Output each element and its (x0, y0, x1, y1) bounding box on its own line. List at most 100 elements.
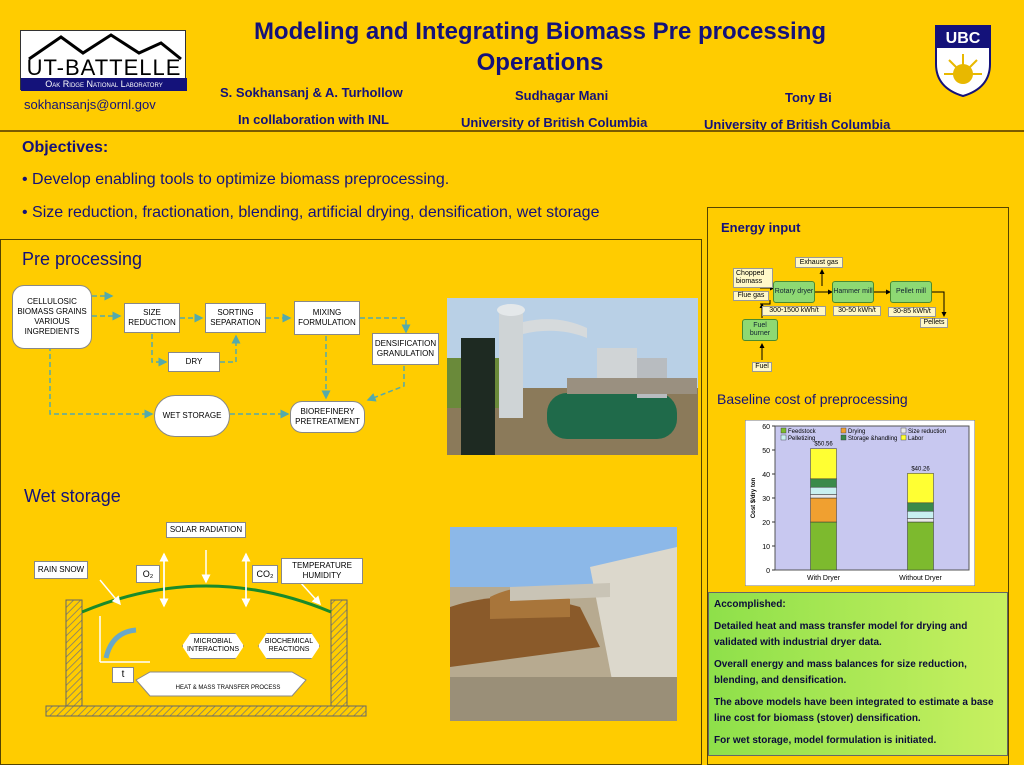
author3: Tony Bi (785, 90, 832, 105)
total-label: $50.56 (814, 442, 833, 448)
box-wet-storage: WET STORAGE (154, 395, 230, 437)
label-chopped-biomass: Chopped biomass (733, 268, 773, 288)
bar-segment (810, 486, 837, 495)
label-t: t (112, 667, 134, 683)
author1-affil: In collaboration with INL (238, 112, 389, 127)
y-tick-label: 20 (762, 520, 770, 527)
legend-label: Labor (908, 436, 923, 442)
label-exhaust-gas: Exhaust gas (795, 257, 843, 268)
wetstorage-heading: Wet storage (24, 486, 121, 506)
ubc-logo-text: UBC (946, 30, 981, 47)
preprocessing-heading: Pre processing (22, 249, 143, 269)
author3-affil: University of British Columbia (704, 117, 891, 132)
email: sokhansanjs@ornl.gov (24, 97, 156, 112)
x-tick-label: Without Dryer (899, 575, 942, 582)
box-hammer-mill: Hammer mill (832, 281, 874, 303)
objectives-bullet1: • Develop enabling tools to optimize bio… (22, 171, 450, 188)
box-dry: DRY (168, 352, 220, 372)
author1: S. Sokhansanj & A. Turhollow (220, 85, 403, 100)
objectives-bullet2: • Size reduction, fractionation, blendin… (22, 204, 600, 221)
y-tick-label: 30 (762, 496, 770, 503)
label-temperature-humidity: TEMPERATURE HUMIDITY (281, 558, 363, 584)
bar-segment (907, 518, 934, 523)
legend-swatch (900, 434, 907, 441)
box-pellet-mill: Pellet mill (890, 281, 932, 303)
legend-label: Size reduction (908, 429, 946, 435)
legend-swatch (840, 434, 847, 441)
label-biochemical-reactions: BIOCHEMICAL REACTIONS (258, 633, 320, 659)
box-cellulosic-biomass: CELLULOSIC BIOMASS GRAINS VARIOUS INGRED… (12, 285, 92, 349)
legend-swatch (900, 427, 907, 434)
accomplished-box: Accomplished: Detailed heat and mass tra… (708, 592, 1008, 756)
title-line1: Modeling and Integrating Biomass Pre pro… (253, 18, 827, 45)
label-solar-radiation: SOLAR RADIATION (166, 522, 246, 538)
chart-plot-area (774, 425, 970, 571)
box-size-reduction: SIZE REDUCTION (124, 303, 180, 333)
label-flue-gas: Flue gas (733, 291, 769, 301)
y-tick-label: 40 (762, 472, 770, 479)
y-axis-label: Cost $/dry ton (751, 478, 757, 519)
bar-segment (810, 497, 837, 523)
label-microbial-interactions: MICROBIAL INTERACTIONS (182, 633, 244, 659)
legend-label: Pelletizing (788, 436, 815, 442)
y-tick-label: 10 (762, 544, 770, 551)
accomplished-p1: Detailed heat and mass transfer model fo… (714, 621, 968, 648)
legend-swatch (780, 434, 787, 441)
total-label: $40.26 (911, 466, 930, 472)
wet-storage-photo (450, 527, 677, 721)
label-co2: CO₂ (252, 565, 278, 583)
accomplished-p3: The above models have been integrated to… (714, 697, 994, 724)
box-rotary-dryer: Rotary dryer (773, 281, 815, 303)
energy-heading: Energy input (721, 220, 801, 235)
box-fuel-burner: Fuel burner (742, 319, 778, 341)
bar-segment (907, 521, 934, 571)
y-tick-label: 60 (762, 424, 770, 431)
header-divider (0, 130, 1024, 132)
bar-segment (810, 448, 837, 480)
label-heat-mass-transfer: HEAT & MASS TRANSFER PROCESS (175, 685, 281, 691)
processing-plant-photo (447, 298, 698, 455)
wet-storage-diagram (45, 550, 367, 717)
logo-text-top: UT-BATTELLE (26, 55, 182, 80)
bar-segment (810, 521, 837, 571)
accomplished-p4: For wet storage, model formulation is in… (714, 735, 937, 746)
accomplished-p2: Overall energy and mass balances for siz… (714, 659, 967, 686)
box-densification-granulation: DENSIFICATION GRANULATION (372, 333, 439, 365)
y-tick-label: 0 (766, 568, 770, 575)
objectives-heading: Objectives: (22, 139, 109, 156)
mountain-icon (28, 33, 182, 61)
legend-swatch (840, 427, 847, 434)
legend-label: Storage &handling (848, 436, 897, 442)
legend-swatch (780, 427, 787, 434)
bar-segment (810, 478, 837, 488)
preprocessing-flow-arrows (49, 291, 411, 419)
ubc-logo: UBC (934, 24, 992, 98)
logo-text-bottom: Oak Ridge National Laboratory (21, 78, 187, 91)
author2-affil: University of British Columbia (461, 115, 648, 130)
label-o2: O₂ (136, 565, 160, 583)
legend-label: Feedstock (788, 429, 817, 435)
x-tick-label: With Dryer (807, 575, 841, 582)
label-rain-snow: RAIN SNOW (34, 561, 88, 579)
box-biorefinery-pretreatment: BIOREFINERY PRETREATMENT (290, 401, 365, 433)
bar-segment (907, 473, 934, 504)
label-energy-hammer: 30-50 kWh/t (833, 306, 881, 316)
cost-heading: Baseline cost of preprocessing (717, 391, 908, 407)
poster-title: Modeling and Integrating Biomass Pre pro… (200, 16, 880, 78)
box-sorting-separation: SORTING SEPARATION (205, 303, 266, 333)
box-mixing-formulation: MIXING FORMULATION (294, 301, 360, 335)
y-tick-label: 50 (762, 448, 770, 455)
legend-label: Drying (848, 429, 865, 435)
bar-segment (907, 510, 934, 519)
label-energy-rotary: 300-1500 kWh/t (762, 306, 826, 316)
label-energy-pellet: 30-85 kWh/t (888, 307, 936, 317)
accomplished-heading: Accomplished: (714, 599, 786, 610)
bar-segment (810, 494, 837, 499)
ut-battelle-logo: UT-BATTELLE Oak Ridge National Laborator… (20, 30, 187, 91)
title-line2: Operations (476, 49, 604, 76)
ubc-shield-icon: UBC (935, 25, 991, 98)
label-pellets: Pellets (920, 318, 948, 328)
author2: Sudhagar Mani (515, 88, 609, 103)
bar-segment (907, 502, 934, 512)
